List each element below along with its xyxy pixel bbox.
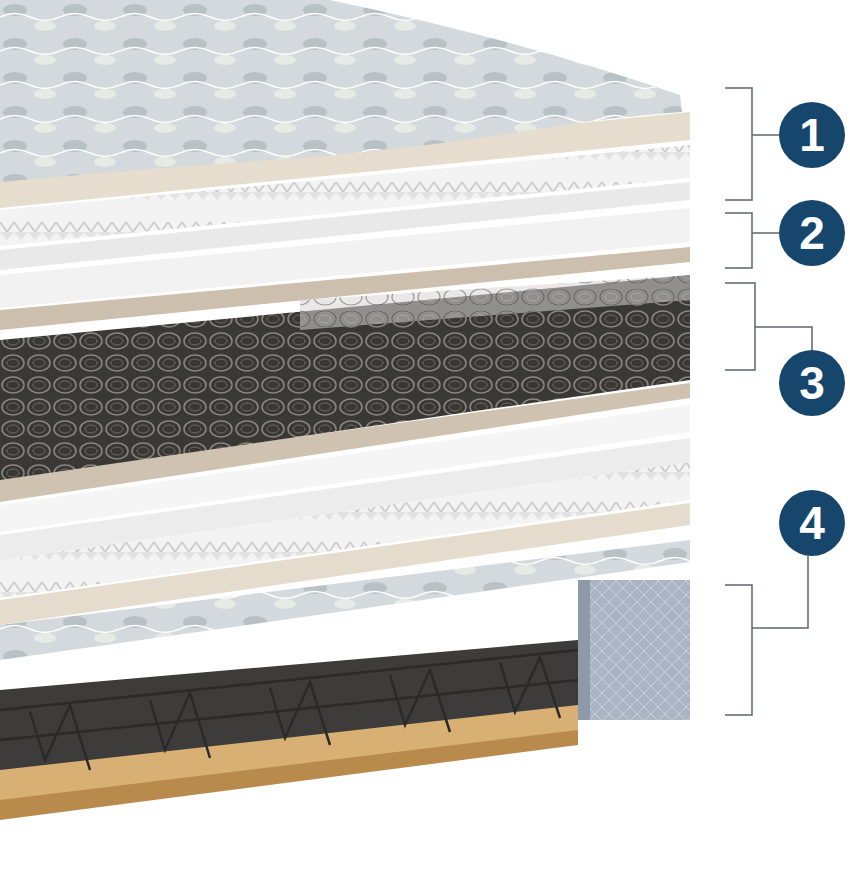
callout-number: 2: [779, 200, 845, 266]
callout-number: 4: [779, 490, 845, 556]
callout-number: 1: [779, 102, 845, 168]
callout-number: 3: [779, 350, 845, 416]
